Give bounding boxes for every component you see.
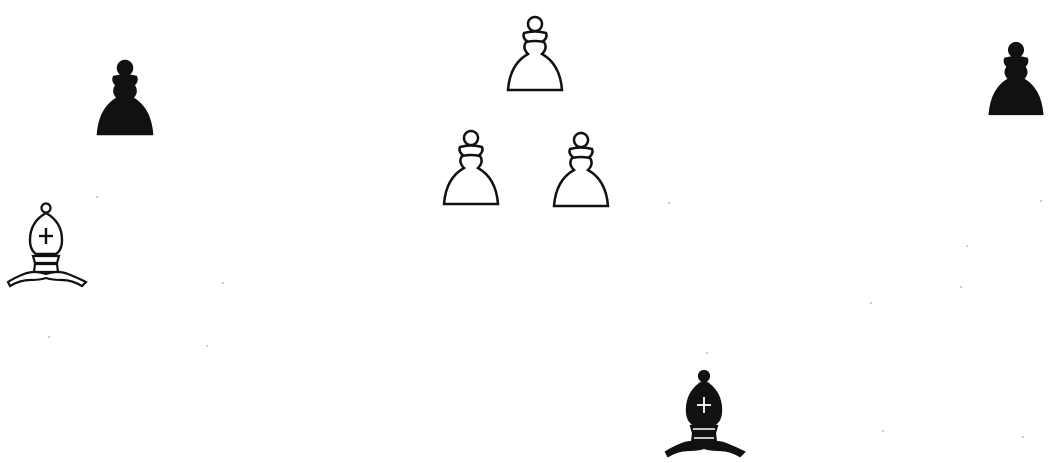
scan-noise [48,336,50,338]
scan-noise [882,430,884,432]
white-bishop-icon [6,200,90,290]
white-pawn-icon [502,14,568,94]
white-pawn-icon [548,130,614,210]
scan-noise [668,202,670,204]
scan-noise [870,302,872,304]
scan-noise [1040,200,1042,202]
white-pawn-icon [438,128,504,208]
scan-noise [1022,436,1024,438]
scan-noise [222,282,224,284]
black-pawn-icon [984,38,1048,120]
scan-noise [706,352,708,354]
black-pawn-icon [92,58,158,138]
scan-noise [206,345,208,347]
scan-noise [96,196,98,198]
scan-noise [960,286,962,288]
black-bishop-icon [664,366,748,460]
scan-noise [966,245,968,247]
